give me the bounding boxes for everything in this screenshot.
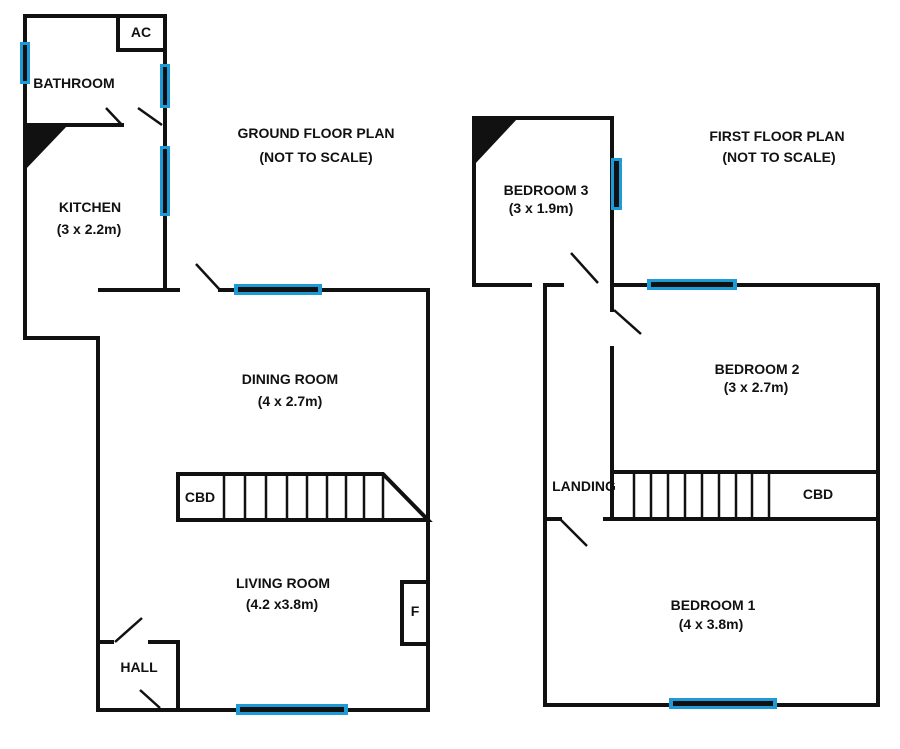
dining-room-size: (4 x 2.7m) — [258, 393, 323, 409]
first-windows — [611, 158, 777, 709]
kitchen-side-door[interactable] — [137, 106, 163, 127]
bedroom3-label: BEDROOM 3 — [504, 182, 589, 198]
bedroom1-size: (4 x 3.8m) — [679, 616, 744, 632]
first-floor-plan: FIRST FLOOR PLAN (NOT TO SCALE) BEDROOM … — [472, 116, 880, 709]
bedroom2-size: (3 x 2.7m) — [724, 379, 789, 395]
first-floor-outer-wall — [543, 283, 880, 707]
bathroom-label: BATHROOM — [33, 75, 114, 91]
living-room-size: (4.2 x3.8m) — [246, 596, 318, 612]
dining-kitchen-door[interactable] — [195, 263, 221, 291]
fireplace-label: F — [411, 603, 420, 619]
kitchen-label: KITCHEN — [59, 199, 121, 215]
first-floor-subtitle: (NOT TO SCALE) — [722, 149, 835, 165]
fireplace — [400, 580, 430, 646]
ground-cbd-label: CBD — [185, 489, 215, 505]
first-stairs-outline — [543, 470, 880, 521]
bedroom3-wall — [472, 116, 614, 287]
hall-wall — [96, 640, 180, 712]
ground-stairs-treads — [222, 474, 385, 520]
ground-floor-outer-wall — [23, 14, 430, 712]
hall-label: HALL — [120, 659, 158, 675]
bedroom3-size: (3 x 1.9m) — [509, 200, 574, 216]
first-stairs-treads — [632, 472, 771, 519]
ground-stairs-outline — [176, 472, 433, 522]
bedroom1-label: BEDROOM 1 — [671, 597, 756, 613]
bedroom1-door[interactable] — [559, 518, 588, 547]
bedroom3-corner-unit — [474, 118, 518, 165]
hall-inner-door[interactable] — [114, 617, 143, 643]
ground-windows — [20, 42, 348, 715]
landing-label: LANDING — [552, 478, 616, 494]
ac-label: AC — [131, 24, 151, 40]
living-room-label: LIVING ROOM — [236, 575, 330, 591]
first-floor-title: FIRST FLOOR PLAN — [709, 128, 844, 144]
bedroom3-door[interactable] — [570, 252, 599, 284]
dining-room-label: DINING ROOM — [242, 371, 338, 387]
front-door[interactable] — [139, 689, 161, 709]
bedroom2-door[interactable] — [613, 309, 642, 335]
ac-cupboard-wall — [116, 14, 167, 52]
kitchen-size: (3 x 2.2m) — [57, 221, 122, 237]
ground-floor-plan: GROUND FLOOR PLAN (NOT TO SCALE) AC BATH… — [20, 14, 433, 715]
ground-floor-subtitle: (NOT TO SCALE) — [259, 149, 372, 165]
first-cbd-label: CBD — [803, 486, 833, 502]
bedroom2-label: BEDROOM 2 — [715, 361, 800, 377]
bathroom-door[interactable] — [105, 107, 123, 126]
kitchen-corner-unit — [25, 125, 68, 170]
ground-floor-title: GROUND FLOOR PLAN — [237, 125, 394, 141]
